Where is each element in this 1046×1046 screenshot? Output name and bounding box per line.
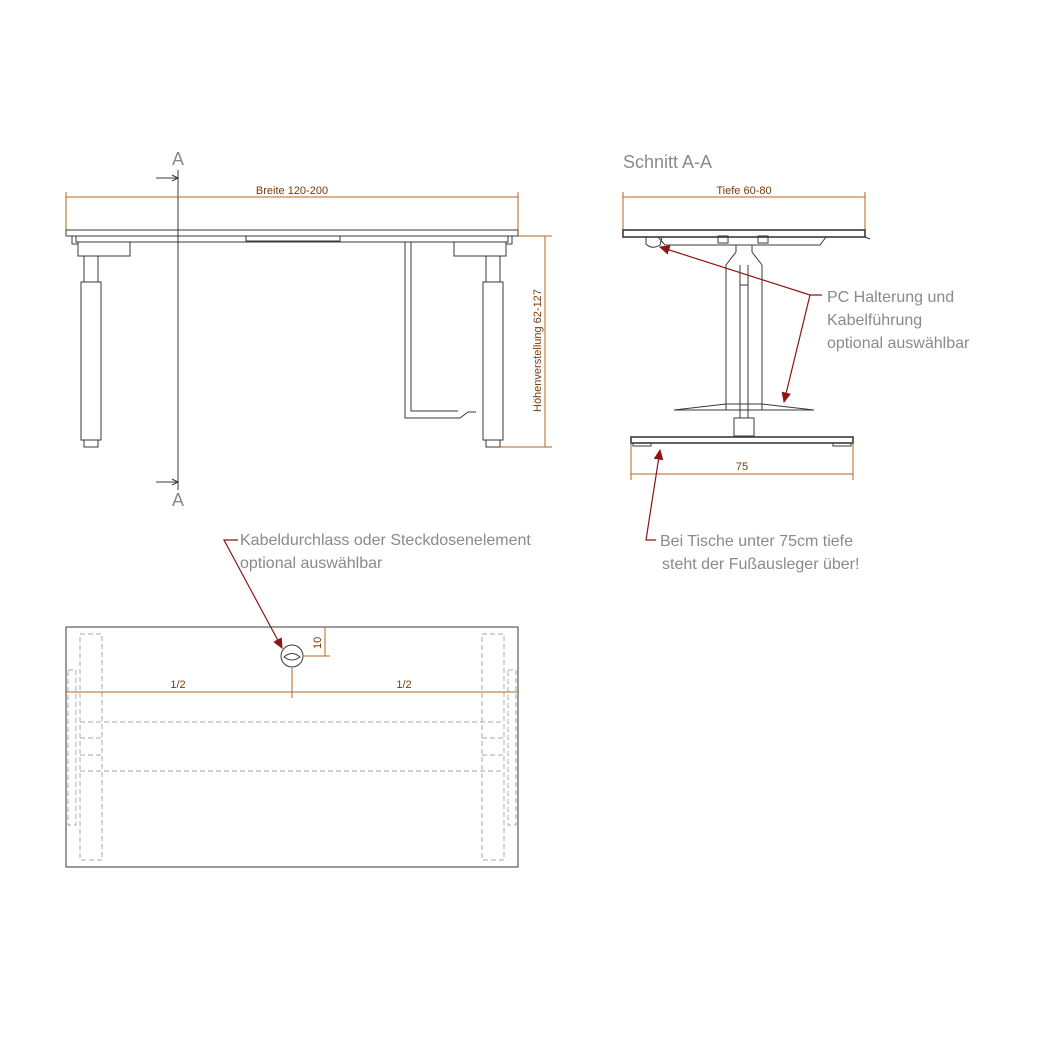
foot-leader-arrow (645, 448, 664, 541)
leg-bracket-left (77, 241, 131, 257)
foot-glide-right (832, 442, 852, 447)
frame-end-left (71, 236, 78, 245)
half-left-label: 1/2 (170, 679, 185, 691)
top-view: Kabeldurchlass oder Steckdosenelement op… (65, 532, 531, 868)
clamp-right (757, 235, 769, 244)
section-arrowhead-top (171, 174, 180, 182)
pc-note-line1: PC Halterung und (827, 289, 954, 306)
half-right-label: 1/2 (396, 679, 411, 691)
tabletop (65, 229, 519, 237)
frame-end-right (506, 236, 513, 245)
foot-base (630, 436, 854, 444)
foot-note-line1: Bei Tische unter 75cm tiefe (660, 533, 853, 550)
leg-right-foot (485, 439, 501, 448)
leg-right-lower (482, 281, 504, 441)
height-label: Höhenverstellung 62-127 (532, 289, 544, 412)
foot-note-line2: steht der Fußausleger über! (662, 556, 859, 573)
offset-label: 10 (312, 637, 324, 649)
cable-leader-arrow (222, 539, 283, 650)
foot-label: 75 (736, 461, 748, 473)
pc-note-line3: optional auswählbar (827, 335, 970, 352)
section-marker-top: A (172, 149, 184, 169)
foot-outline-left (67, 669, 77, 826)
pc-leader-arrow-2 (781, 294, 811, 404)
column-left-edge (725, 245, 737, 410)
section-arrowhead-bottom (171, 478, 180, 486)
section-tabletop (622, 229, 866, 238)
section-marker-bottom: A (172, 490, 184, 510)
depth-label: Tiefe 60-80 (716, 185, 771, 197)
column-base (733, 417, 755, 437)
cable-note-line1: Kabeldurchlass oder Steckdosenelement (240, 532, 531, 549)
section-title: Schnitt A-A (623, 152, 712, 172)
cable-grommet (280, 644, 304, 668)
leg-left-foot (83, 439, 99, 448)
section-frame-arm (657, 236, 827, 246)
pc-holder-outer (404, 242, 476, 419)
section-tabletop-edge (864, 236, 871, 240)
clamp-left (717, 235, 729, 244)
leg-left-lower (80, 281, 102, 441)
pc-holder-inner (410, 242, 458, 412)
foot-glide-left (632, 442, 652, 447)
cable-grommet-slot (283, 653, 301, 661)
pc-hook (645, 236, 663, 248)
section-view: Schnitt A-A Tiefe 60-80 75 (622, 152, 970, 573)
leg-bracket-right (453, 241, 507, 257)
cable-note-line2: optional auswählbar (240, 555, 383, 572)
column-right-edge (751, 245, 763, 410)
foot-outline-right (507, 669, 517, 826)
frame-center (245, 235, 341, 242)
leg-outline-left (79, 633, 103, 861)
front-view: A A Breite 120-200 Höhenverstellung 62 (65, 149, 552, 510)
desk-top-outline (65, 626, 519, 868)
foot-upper (673, 403, 815, 411)
pc-leader-arrow-1 (658, 245, 822, 296)
width-label: Breite 120-200 (256, 185, 328, 197)
leg-right-upper (485, 255, 501, 283)
pc-note-line2: Kabelführung (827, 312, 922, 329)
leg-left-upper (83, 255, 99, 283)
leg-outline-right (481, 633, 505, 861)
